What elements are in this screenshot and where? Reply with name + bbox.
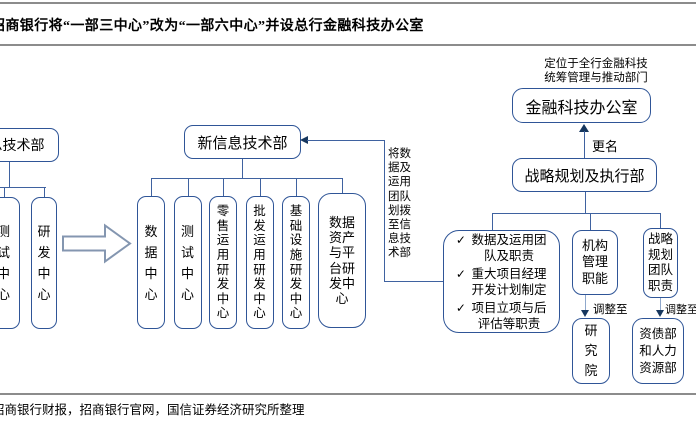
adjust-arrowhead-a-icon xyxy=(581,310,589,317)
office-positioning-note: 定位于全行金融科技 统筹管理与推动部门 xyxy=(544,58,648,84)
new-dept-box: 新信息技术部 xyxy=(184,125,301,159)
source-note: 招商银行财报，招商银行官网，国信证券经济研究所整理 xyxy=(0,403,305,417)
strategy-team-box: 战略规划团队职责 xyxy=(643,228,678,298)
center-dataasset-box: 数据资产与平台研发中心 xyxy=(318,193,366,328)
transform-arrow-icon xyxy=(62,223,132,264)
center-infra-box: 基础设施研发中心 xyxy=(282,196,310,329)
old-dept-box: 信息技术部 xyxy=(0,128,59,162)
adjust-arrow-line-b xyxy=(659,298,661,311)
adjust-label-b: 调整至 xyxy=(665,304,696,316)
strategy-tree-drop-3 xyxy=(660,213,662,228)
old-center-test-box: 测试中心 xyxy=(0,197,20,329)
new-tree-drop-1 xyxy=(151,178,153,196)
check-icon: ✓ xyxy=(455,232,466,247)
check-icon: ✓ xyxy=(455,266,466,281)
responsibility-item: ✓ 重大项目经理开发计划制定 xyxy=(455,266,547,297)
rename-arrowhead-icon xyxy=(579,124,589,132)
new-tree-stub xyxy=(242,159,244,178)
fintech-office-box: 金融科技办公室 xyxy=(512,88,651,123)
old-tree-drop-2 xyxy=(44,187,46,197)
responsibilities-box: ✓ 数据及运用团队及职责 ✓ 重大项目经理开发计划制定 ✓ 项目立项与后评估等职… xyxy=(443,230,560,333)
old-center-rd-box: 研发中心 xyxy=(31,197,57,329)
new-tree-drop-3 xyxy=(223,178,225,196)
new-tree-drop-6 xyxy=(341,178,343,193)
responsibility-item: ✓ 项目立项与后评估等职责 xyxy=(455,300,547,331)
rename-label: 更名 xyxy=(592,139,619,154)
old-tree-rail xyxy=(0,187,46,189)
adjust-label-a: 调整至 xyxy=(593,304,628,316)
new-tree-drop-4 xyxy=(259,178,261,196)
check-icon: ✓ xyxy=(455,300,466,315)
transfer-arrowhead-icon xyxy=(300,135,308,144)
transfer-line-h2 xyxy=(384,280,443,282)
adjust-arrowhead-b-icon xyxy=(656,310,664,317)
transfer-note: 将数据及运用团队划拨至信息技术部 xyxy=(388,148,411,260)
org-management-box: 机构管理职能 xyxy=(572,230,618,295)
strategy-tree-drop-2 xyxy=(590,213,592,230)
old-tree-drop-1 xyxy=(4,187,6,197)
bottom-rule xyxy=(0,393,696,395)
strategy-tree-drop-1 xyxy=(492,213,494,230)
new-tree-drop-2 xyxy=(187,178,189,196)
research-institute-box: 研究院 xyxy=(572,318,610,384)
new-tree-drop-5 xyxy=(296,178,298,196)
strategy-tree-rail xyxy=(492,213,661,215)
treasury-hr-box: 资债部和人力资源部 xyxy=(632,318,684,384)
transfer-line-h1 xyxy=(307,139,384,141)
figure-title: 招商银行将“一部三中心”改为“一部六中心”并设总行金融科技办公室 xyxy=(0,19,424,34)
title-rule xyxy=(0,44,696,46)
rename-arrow-line xyxy=(583,131,585,158)
adjust-arrow-line-a xyxy=(584,295,586,311)
center-wholesale-box: 批发运用研发中心 xyxy=(245,196,274,329)
center-retail-box: 零售运用研发中心 xyxy=(209,196,237,329)
responsibility-item: ✓ 数据及运用团队及职责 xyxy=(455,232,547,263)
old-tree-stub xyxy=(9,162,11,187)
strategy-tree-stub xyxy=(584,192,586,213)
center-data-box: 数据中心 xyxy=(137,196,165,329)
top-rule xyxy=(0,2,696,4)
new-tree-rail xyxy=(151,178,342,180)
center-test-box: 测试中心 xyxy=(173,196,202,329)
strategy-dept-box: 战略规划及执行部 xyxy=(512,158,657,192)
transfer-line-v xyxy=(383,140,385,281)
